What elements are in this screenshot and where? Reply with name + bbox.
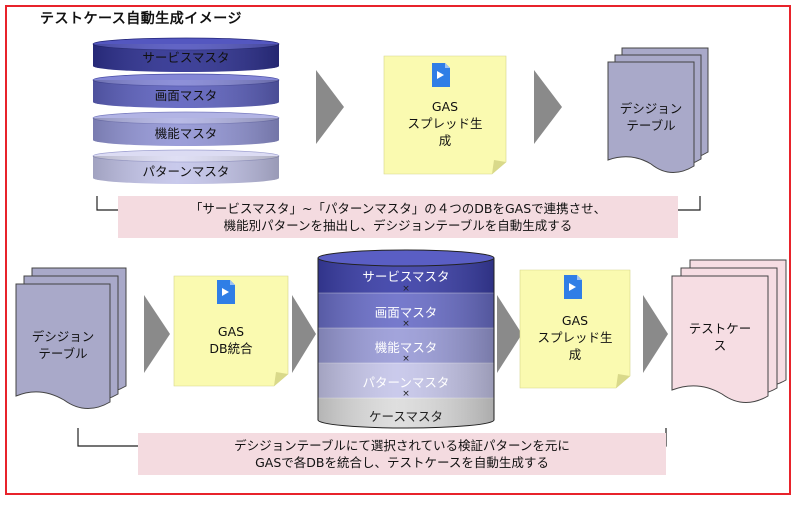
gas-label: GAS	[217, 324, 245, 339]
top-gas-note-text: GAS スプレッド生 成	[384, 98, 506, 149]
db-segment-pattern: パターンマスタ	[362, 375, 450, 390]
disk-service-master	[92, 37, 280, 72]
arrow-right-icon	[292, 295, 316, 373]
db-segment-screen: 画面マスタ	[374, 305, 438, 320]
disk-label-screen: 画面マスタ	[154, 88, 218, 103]
arrow-right-icon	[316, 70, 344, 144]
arrow-right-icon	[144, 295, 170, 373]
disk-label-pattern: パターンマスタ	[142, 164, 230, 179]
caption-line: 「サービスマスタ」~「パターンマスタ」の４つのDBをGASで連携させ、	[189, 201, 607, 216]
db-separator: ×	[402, 354, 410, 364]
gas-merge-note	[173, 275, 289, 387]
bottom-doc-text: デシジョン テーブル	[16, 328, 110, 362]
top-master-disks	[92, 37, 280, 184]
gas-label: 成	[438, 133, 452, 148]
db-segment-service: サービスマスタ	[362, 269, 450, 284]
gas-label: GAS	[431, 99, 459, 114]
disk-label-function: 機能マスタ	[154, 126, 218, 141]
db-segment-case: ケースマスタ	[368, 409, 443, 424]
disk-pattern-master	[92, 149, 280, 184]
arrow-right-icon	[643, 295, 668, 373]
db-separator: ×	[402, 389, 410, 399]
gas-label: スプレッド生	[537, 330, 613, 345]
gas-script-icon	[217, 280, 235, 304]
bottom-gas-note-text: GAS スプレッド生 成	[520, 312, 630, 363]
caption-line: 機能別パターンを抽出し、デシジョンテーブルを自動生成する	[223, 218, 573, 233]
gas-label: DB統合	[209, 341, 253, 356]
arrow-right-icon	[534, 70, 562, 144]
disk-screen-master	[92, 73, 280, 108]
gas-label: スプレッド生	[407, 116, 483, 131]
doc-label: デシジョン	[31, 329, 95, 344]
doc-label: テーブル	[38, 346, 88, 361]
gas-merge-note-text: GAS DB統合	[174, 323, 288, 357]
gas-label: 成	[568, 347, 582, 362]
db-separator: ×	[402, 319, 410, 329]
test-case-doc	[671, 259, 787, 403]
bottom-gas-note	[519, 269, 631, 389]
top-decision-table-doc	[607, 47, 709, 173]
doc-label: デシジョン	[619, 101, 683, 116]
doc-label: テストケー	[688, 321, 752, 336]
db-segment-function: 機能マスタ	[374, 340, 438, 355]
test-case-doc-text: テストケー ス	[672, 320, 768, 354]
db-separator: ×	[402, 284, 410, 294]
disk-label-service: サービスマスタ	[142, 50, 230, 65]
combined-db-cylinder	[317, 249, 495, 429]
caption-line: GASで各DBを統合し、テストケースを自動生成する	[255, 455, 549, 470]
gas-script-icon	[564, 275, 582, 299]
diagram-title: テストケース自動生成イメージ	[40, 11, 243, 27]
caption-line: デシジョンテーブルにて選択されている検証パターンを元に	[234, 438, 570, 453]
red-frame	[5, 5, 791, 495]
bottom-decision-table-doc	[15, 267, 127, 409]
bottom-caption: デシジョンテーブルにて選択されている検証パターンを元に GASで各DBを統合し、…	[138, 433, 666, 475]
doc-label: ス	[713, 338, 727, 353]
gas-script-icon	[432, 63, 450, 87]
top-gas-note	[383, 55, 507, 175]
gas-label: GAS	[561, 313, 589, 328]
doc-label: テーブル	[626, 118, 676, 133]
top-doc-text: デシジョン テーブル	[608, 100, 694, 134]
arrow-right-icon	[497, 295, 522, 373]
top-caption: 「サービスマスタ」~「パターンマスタ」の４つのDBをGASで連携させ、 機能別パ…	[118, 196, 678, 238]
disk-function-master	[92, 111, 280, 146]
